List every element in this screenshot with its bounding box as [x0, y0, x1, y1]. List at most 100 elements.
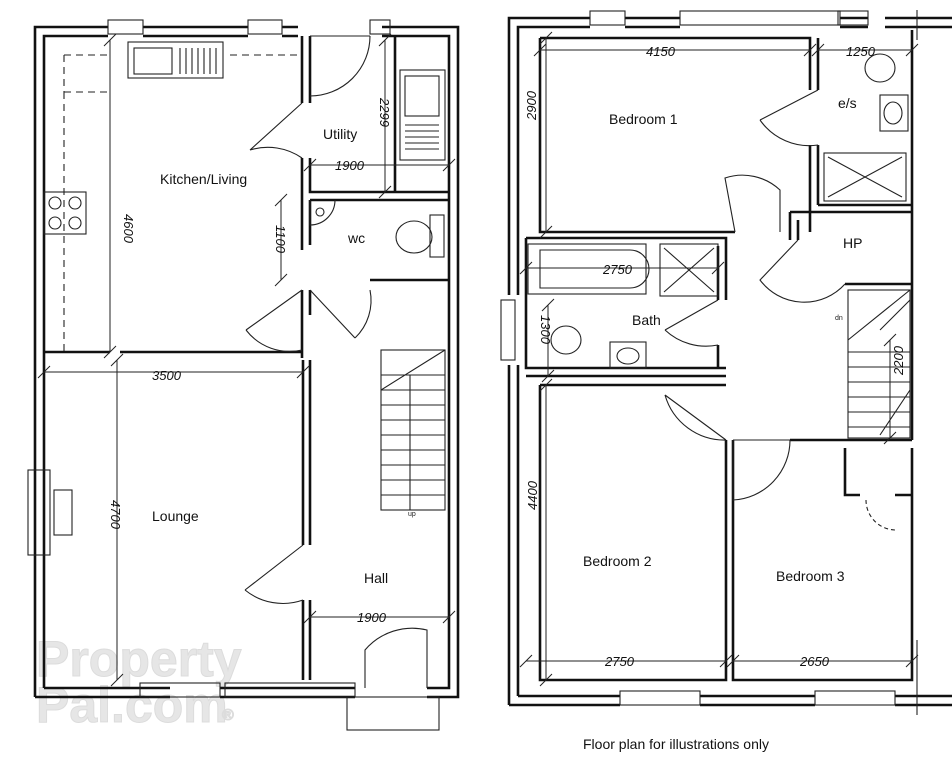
dim-bedroom2-depth [539, 378, 553, 687]
wc-basin [309, 199, 336, 226]
door-bedroom3 [732, 439, 791, 501]
utility-sink [399, 69, 446, 161]
ensuite-basin-bowl [883, 101, 903, 125]
kitchen-worktop [63, 54, 108, 352]
window [814, 690, 896, 706]
window [837, 10, 869, 26]
dim-text-hall-width: 1900 [357, 610, 387, 625]
room-bedroom-1: Bedroom 1 [609, 111, 678, 127]
ensuite-shower [823, 152, 907, 202]
door-wc [309, 289, 372, 339]
hp-west-wall [788, 212, 800, 240]
dim-bedroom1-width [533, 43, 817, 57]
first-inner-wall [516, 25, 952, 696]
bath-toilet [550, 325, 582, 355]
bathtub-basin [539, 249, 650, 289]
dim-text-bath-width: 2750 [602, 262, 633, 277]
dim-bedroom3-width [726, 654, 919, 668]
door-kitchen-hall [245, 289, 303, 352]
dim-utility-width [303, 158, 456, 172]
door-front [364, 627, 428, 688]
wc-toilet-bowl [395, 220, 433, 254]
dim-text-lounge-width: 3500 [152, 368, 182, 383]
dim-text-lounge-depth: 4700 [108, 500, 123, 530]
first-stairs [847, 289, 911, 439]
window [619, 690, 701, 706]
chimney-breast [27, 469, 51, 556]
ensuite-south-wall [790, 203, 912, 214]
room-bath: Bath [632, 312, 661, 328]
ground-inner-wall [42, 34, 451, 690]
door-lounge [244, 544, 304, 604]
window [500, 299, 516, 361]
ground-stairs [380, 349, 446, 511]
window [247, 19, 283, 35]
window [589, 10, 626, 26]
door-kitchen-utility [249, 102, 303, 159]
hob [43, 191, 87, 235]
dim-text-utility-width: 1900 [335, 158, 365, 173]
dim-text-bedroom1-width: 4150 [646, 44, 676, 59]
kitchen-sink [127, 41, 224, 79]
room-bedroom-3: Bedroom 3 [776, 568, 845, 584]
dim-text-bath-depth: 1300 [538, 315, 553, 345]
bathtub [527, 243, 647, 295]
dim-utility-depth [378, 33, 392, 199]
front-step [346, 696, 440, 731]
room-ensuite: e/s [838, 95, 857, 111]
bedroom1-walls [538, 36, 812, 234]
dim-text-bedroom2-depth: 4400 [525, 480, 540, 510]
ensuite-toilet [864, 53, 896, 83]
window [679, 10, 841, 26]
bath-basin [609, 341, 647, 369]
ground-outer-wall [33, 25, 460, 699]
utility-drainer [405, 124, 439, 150]
cupboard-walls [843, 448, 912, 497]
first-floor-plan: dn 4150 1250 2900 2750 1300 2200 4400 27… [500, 10, 952, 715]
utility-sink-bowl [404, 75, 440, 117]
dim-ensuite-width [811, 43, 919, 57]
dim-lounge-width [37, 365, 310, 379]
hob-ring [48, 196, 62, 210]
door-bedroom1 [724, 174, 781, 233]
dim-stair-length [883, 333, 897, 445]
first-stair-flight [847, 289, 911, 436]
window [107, 19, 144, 35]
dim-text-bedroom2-width: 2750 [604, 654, 635, 669]
bath-basin-bowl [616, 347, 640, 365]
door-cupboard [865, 499, 896, 531]
dim-wc-depth [274, 193, 288, 287]
room-lounge: Lounge [152, 508, 199, 524]
room-wc: wc [347, 230, 365, 246]
door-hp [759, 239, 846, 303]
watermark-mark: ® [222, 707, 234, 724]
watermark-line2: Pal.com [36, 677, 228, 733]
first-stair-treads [848, 351, 910, 428]
door-utility [309, 35, 371, 97]
watermark: Property Pal.com ® [36, 631, 243, 734]
first-outer-wall [507, 16, 952, 705]
fireplace [53, 489, 73, 536]
bedroom2-walls [538, 383, 728, 682]
dim-text-wc-depth: 1100 [273, 225, 288, 254]
room-bedroom-2: Bedroom 2 [583, 553, 652, 569]
stair-direction [380, 349, 446, 510]
kitchen-worktop [63, 54, 300, 92]
window [139, 682, 221, 698]
hob-ring [48, 216, 62, 230]
door-bath [664, 299, 719, 347]
door-bedroom2 [664, 394, 727, 441]
door-ensuite [759, 89, 819, 147]
drainer [179, 48, 217, 74]
footer-disclaimer: Floor plan for illustrations only [583, 736, 769, 752]
bath-shower [659, 243, 719, 297]
dim-hall-width [303, 610, 456, 624]
stair-treads [381, 374, 445, 496]
ground-floor-plan: up 4600 2299 1900 1100 3500 4700 1900 Ki… [27, 19, 460, 731]
dim-text-bedroom1-depth: 2900 [524, 90, 539, 121]
bedroom3-walls [731, 438, 914, 682]
dim-bedroom1-depth [539, 31, 553, 239]
bath-walls [524, 236, 728, 378]
window [224, 682, 356, 698]
ensuite-basin [879, 94, 909, 132]
